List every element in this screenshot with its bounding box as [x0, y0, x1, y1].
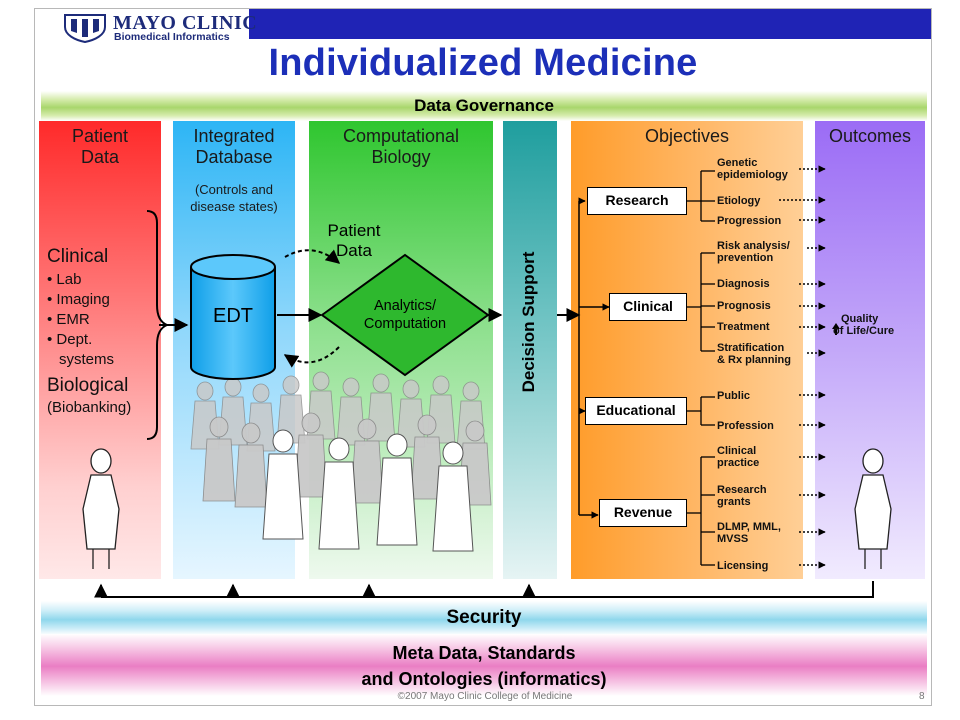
slide: MAYO CLINIC Biomedical Informatics Indiv… [34, 8, 932, 706]
obj-profession: Profession [717, 420, 774, 432]
obj-diagnosis: Diagnosis [717, 278, 770, 290]
logo-name: MAYO CLINIC [113, 12, 258, 34]
obj-etiology: Etiology [717, 195, 761, 207]
obj-stratification: Stratification& Rx planning [717, 342, 791, 366]
clinical-box: Clinical [609, 293, 687, 321]
obj-public: Public [717, 390, 751, 402]
edt-cylinder [190, 254, 276, 380]
crowd-illustration [190, 371, 492, 552]
objectives-header: Objectives [644, 126, 730, 146]
copyright-footer: ©2007 Mayo Clinic College of Medicine [397, 691, 573, 702]
obj-prognosis: Prognosis [717, 300, 771, 312]
obj-risk-analysis: Risk analysis/prevention [717, 240, 790, 264]
research-box: Research [587, 187, 687, 215]
top-banner [249, 9, 931, 39]
obj-treatment: Treatment [717, 321, 770, 333]
quality-of-life-label-2: of Life/Cure [833, 325, 895, 337]
biological-label: Biological [47, 375, 129, 396]
analytics-label: Analytics/Computation [363, 298, 447, 332]
decision-support-column [503, 121, 557, 579]
clinical-items-list: • Lab • Imaging • EMR • Dept. systems [47, 271, 115, 368]
obj-dlmp-mml-mvss: DLMP, MML,MVSS [717, 521, 781, 545]
biobanking-label: (Biobanking) [47, 399, 132, 416]
security-band: Security [41, 601, 927, 635]
patient-figure-right [854, 448, 892, 569]
obj-licensing: Licensing [717, 560, 769, 572]
obj-progression: Progression [717, 215, 782, 227]
quality-of-life-label: Quality [841, 313, 879, 325]
clinical-label: Clinical [47, 246, 109, 267]
slide-title: Individualized Medicine [268, 42, 698, 84]
revenue-box: Revenue [599, 499, 687, 527]
data-governance-band: Data Governance [41, 91, 927, 121]
patient-figure-left [82, 448, 120, 569]
page-number: 8 [919, 691, 925, 702]
mayo-shield-logo-icon [64, 14, 106, 43]
outcomes-header: Outcomes [828, 126, 912, 146]
edt-label: EDT [213, 305, 253, 327]
educational-box: Educational [585, 397, 687, 425]
diagram-graphics [82, 165, 892, 598]
up-arrow-icon [832, 323, 840, 335]
logo-subtitle: Biomedical Informatics [114, 31, 230, 43]
